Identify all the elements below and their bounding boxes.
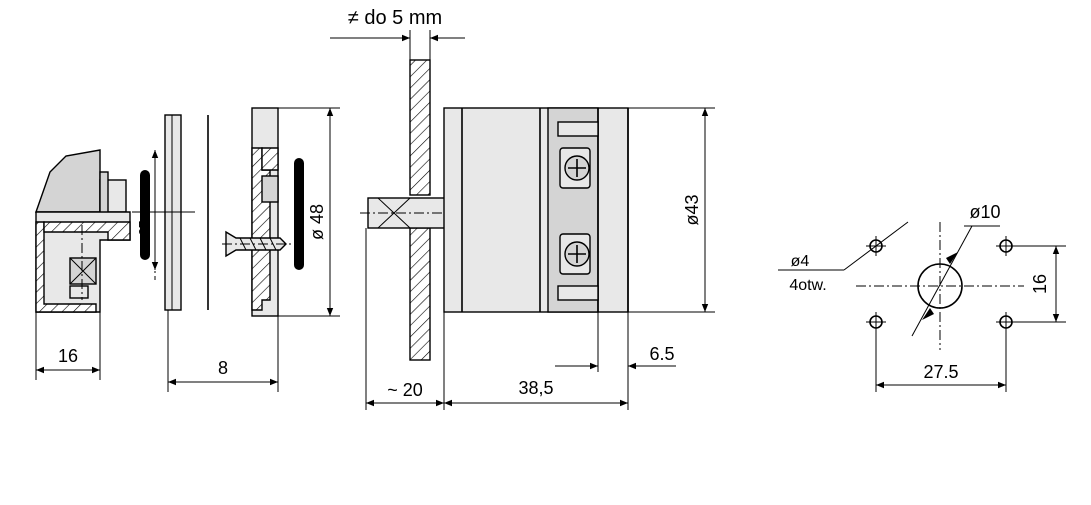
dim-37-label: 37 — [136, 221, 151, 235]
dim-4-label: ø4 — [791, 253, 810, 270]
dim-38-5-label: 38,5 — [518, 378, 553, 398]
dim-48-label: ø 48 — [307, 204, 327, 240]
dim-27-5-label: 27.5 — [923, 362, 958, 382]
hole-count-label: 4otw. — [789, 277, 826, 294]
dim-8-label: 8 — [218, 358, 228, 378]
handle-side-view — [35, 149, 131, 380]
dim-6-5-label: 6.5 — [649, 344, 674, 364]
panel-thickness-label: ≠ do 5 mm — [348, 7, 442, 29]
gasket-view — [132, 114, 279, 392]
dim-16-label: 16 — [58, 346, 78, 366]
panel-and-lock-view — [330, 30, 715, 410]
dim-43-label: ø43 — [682, 194, 702, 225]
flange-view — [222, 107, 340, 317]
dim-20-label: ~ 20 — [387, 380, 423, 400]
drilling-template — [778, 221, 1066, 392]
dim-16-spacing-label: 16 — [1030, 274, 1050, 294]
dim-10-label: ø10 — [969, 202, 1000, 222]
